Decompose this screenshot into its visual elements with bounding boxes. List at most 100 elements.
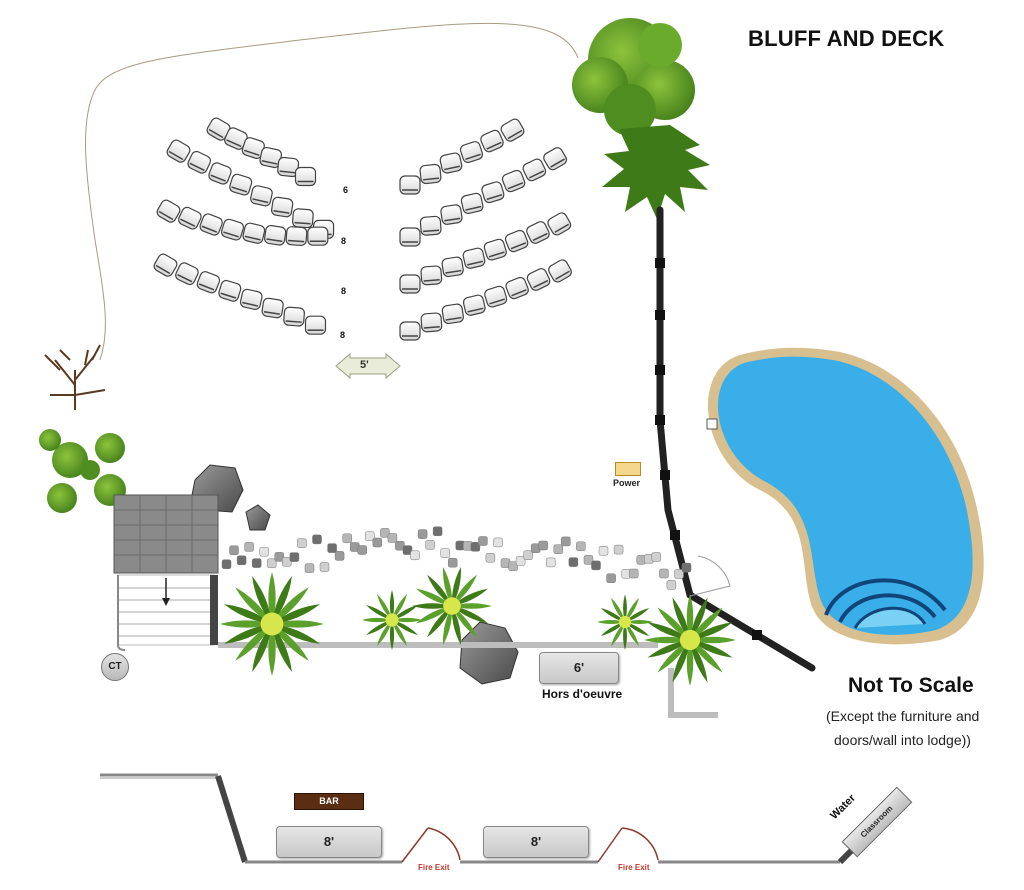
- paver-stone: [380, 528, 390, 538]
- bare-tree-icon: [44, 344, 106, 410]
- chair: [420, 312, 443, 333]
- paver-stone: [334, 551, 345, 561]
- paver-stone: [568, 557, 579, 567]
- ceremony-chairs: [153, 117, 572, 341]
- chair: [481, 181, 505, 204]
- leafy-tree-icon: [39, 429, 126, 513]
- paver-stone: [485, 553, 496, 563]
- chair: [283, 306, 305, 327]
- chair: [483, 238, 507, 261]
- row-count-2: 8: [341, 236, 347, 246]
- chair: [462, 247, 486, 269]
- paver-stone: [606, 573, 616, 583]
- paver-stone: [666, 580, 677, 590]
- chair: [220, 218, 245, 241]
- table-left: 8': [276, 826, 382, 858]
- paver-stone: [417, 529, 428, 539]
- chair: [166, 139, 191, 163]
- paver-stone: [447, 557, 458, 568]
- rock-icon: [191, 464, 519, 685]
- table-right: 8': [483, 826, 589, 858]
- paver-stone: [372, 537, 383, 548]
- power-outlet-icon: [615, 462, 641, 476]
- chair: [505, 276, 529, 300]
- palm-icon: [597, 594, 653, 650]
- paver-stone: [402, 545, 413, 555]
- page-title: BLUFF AND DECK: [748, 26, 945, 51]
- paver-stone: [432, 526, 443, 537]
- paver-stone: [681, 562, 692, 573]
- chair: [522, 158, 547, 182]
- fire-exit-1-label: Fire Exit: [418, 863, 450, 872]
- hors-doeuvre-table: 6': [539, 652, 619, 684]
- chair: [285, 226, 308, 247]
- paver-stone: [251, 558, 262, 568]
- paver-stone: [387, 533, 398, 543]
- chair: [441, 303, 464, 325]
- door-swing: [689, 555, 731, 597]
- paver-stone: [229, 545, 239, 556]
- chair: [229, 173, 253, 196]
- large-tree-icon: [572, 18, 710, 219]
- chair: [242, 222, 266, 244]
- paver-stone: [598, 546, 609, 556]
- chair: [419, 215, 442, 236]
- chair: [501, 169, 526, 193]
- chair: [484, 285, 508, 308]
- paver-stone: [410, 550, 420, 561]
- chair: [399, 227, 421, 247]
- chair: [462, 294, 486, 316]
- paver-stone: [236, 555, 247, 566]
- paver-stone: [576, 541, 586, 552]
- paver-stone: [561, 536, 571, 547]
- paver-stone: [470, 542, 481, 552]
- chair: [504, 229, 529, 253]
- chair: [277, 156, 300, 178]
- chair: [526, 221, 550, 244]
- paver-stone: [553, 544, 564, 554]
- chair: [399, 274, 421, 294]
- chair: [526, 268, 551, 291]
- chair: [239, 288, 263, 311]
- paver-stone: [523, 550, 533, 560]
- chair: [439, 152, 463, 174]
- water-label: Water: [828, 792, 858, 822]
- chair: [441, 256, 464, 278]
- chair: [241, 137, 265, 159]
- chair: [399, 321, 421, 341]
- paver-stone: [312, 534, 322, 545]
- paver-stone: [583, 555, 594, 565]
- paver-stone: [538, 540, 548, 551]
- paver-stone: [266, 558, 277, 569]
- paver-stone: [297, 538, 307, 548]
- paver-stone: [221, 559, 232, 569]
- palm-icon: [220, 572, 324, 676]
- paver-stone: [613, 544, 624, 555]
- palm-icon: [362, 590, 422, 650]
- paver-stone: [515, 556, 526, 566]
- ct-marker: CT: [101, 653, 129, 681]
- chair: [208, 162, 232, 185]
- chair: [419, 163, 442, 185]
- chair: [543, 147, 568, 171]
- paver-stone: [319, 562, 330, 572]
- not-to-scale-heading: Not To Scale: [848, 674, 974, 697]
- paver-stone: [357, 545, 367, 555]
- hors-doeuvre-label: Hors d'oeuvre: [542, 687, 623, 701]
- paver-stone: [659, 568, 669, 579]
- paver-stone: [508, 561, 518, 571]
- chair: [440, 204, 463, 225]
- chair: [294, 166, 317, 187]
- not-to-scale-note: (Except the furniture and doors/wall int…: [826, 704, 1016, 752]
- row-count-3: 8: [341, 286, 347, 296]
- chair: [261, 297, 284, 319]
- chair: [250, 185, 273, 207]
- chair: [218, 279, 242, 302]
- chair: [399, 175, 421, 195]
- note-line-1: (Except the furniture and: [826, 708, 980, 724]
- chair: [459, 141, 484, 163]
- palm-icon: [412, 567, 492, 645]
- low-wall: [218, 642, 718, 718]
- paver-path: [221, 526, 692, 590]
- row-count-4: 8: [340, 330, 346, 340]
